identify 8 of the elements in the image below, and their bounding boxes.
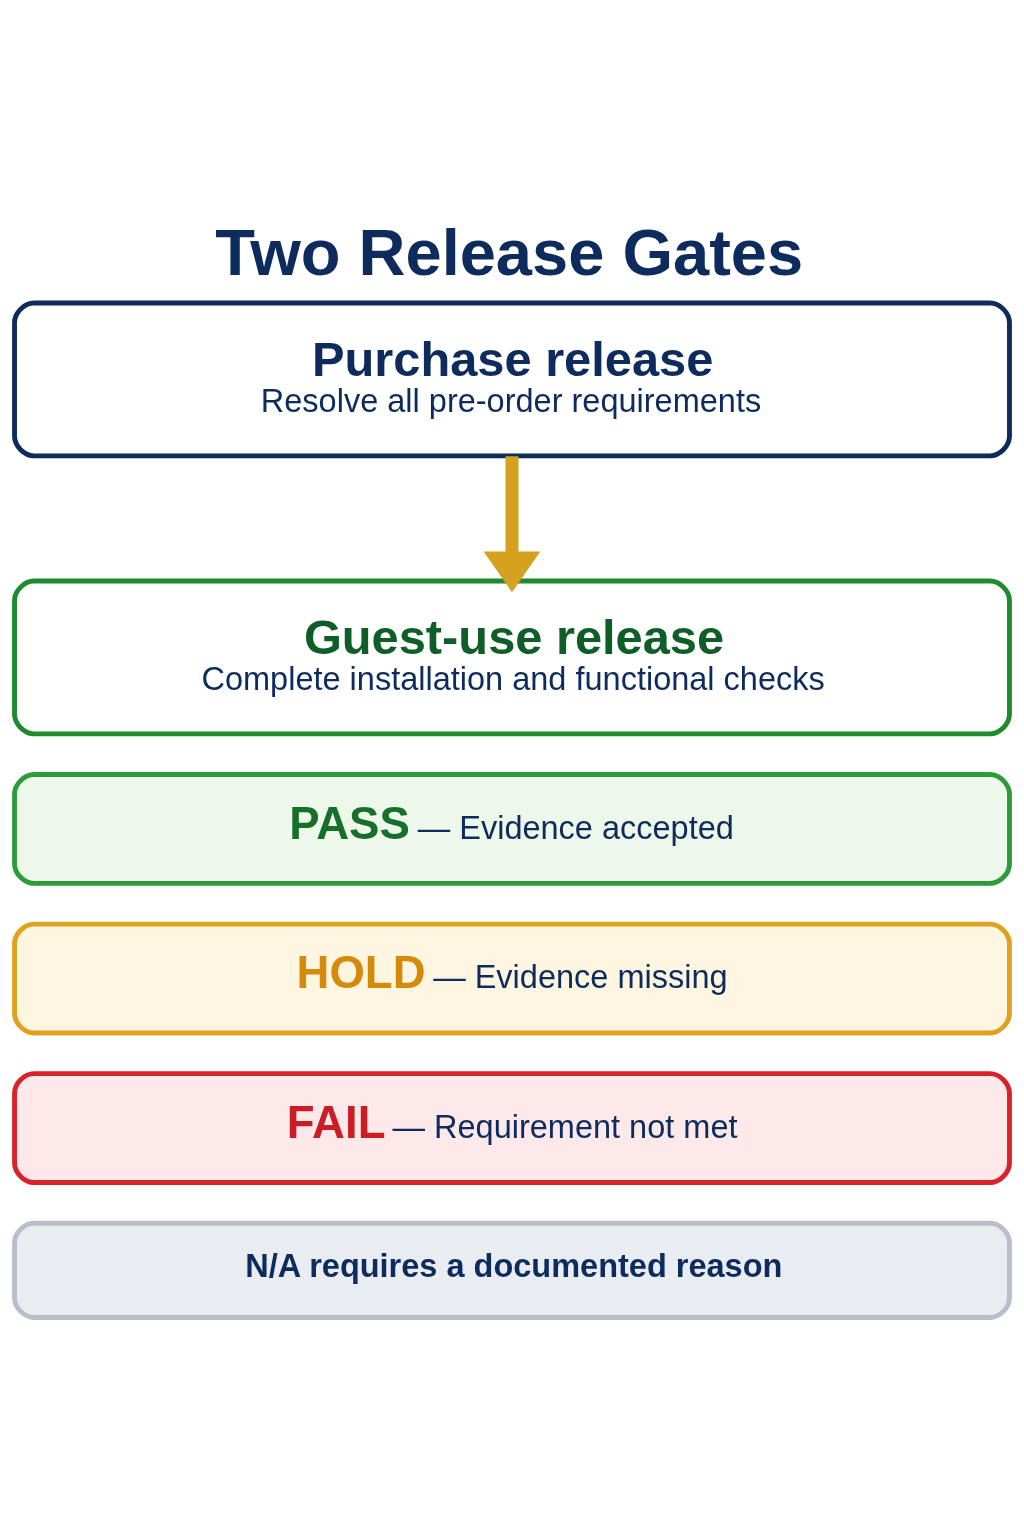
node-box: HOLD — Evidence missing (12, 921, 1012, 1036)
node-box: Purchase release Resolve all pre-order requirements (12, 300, 1012, 459)
diagram-title: Two Release Gates (215, 216, 804, 290)
node-box: PASS — Evidence accepted (12, 772, 1012, 886)
node-box: Guest-use release Complete installation and functional checks (12, 578, 1012, 737)
node-box: N/A requires a documented reason (12, 1220, 1012, 1320)
arrow (483, 456, 541, 593)
node-box: FAIL— Requirement not met (12, 1071, 1012, 1185)
